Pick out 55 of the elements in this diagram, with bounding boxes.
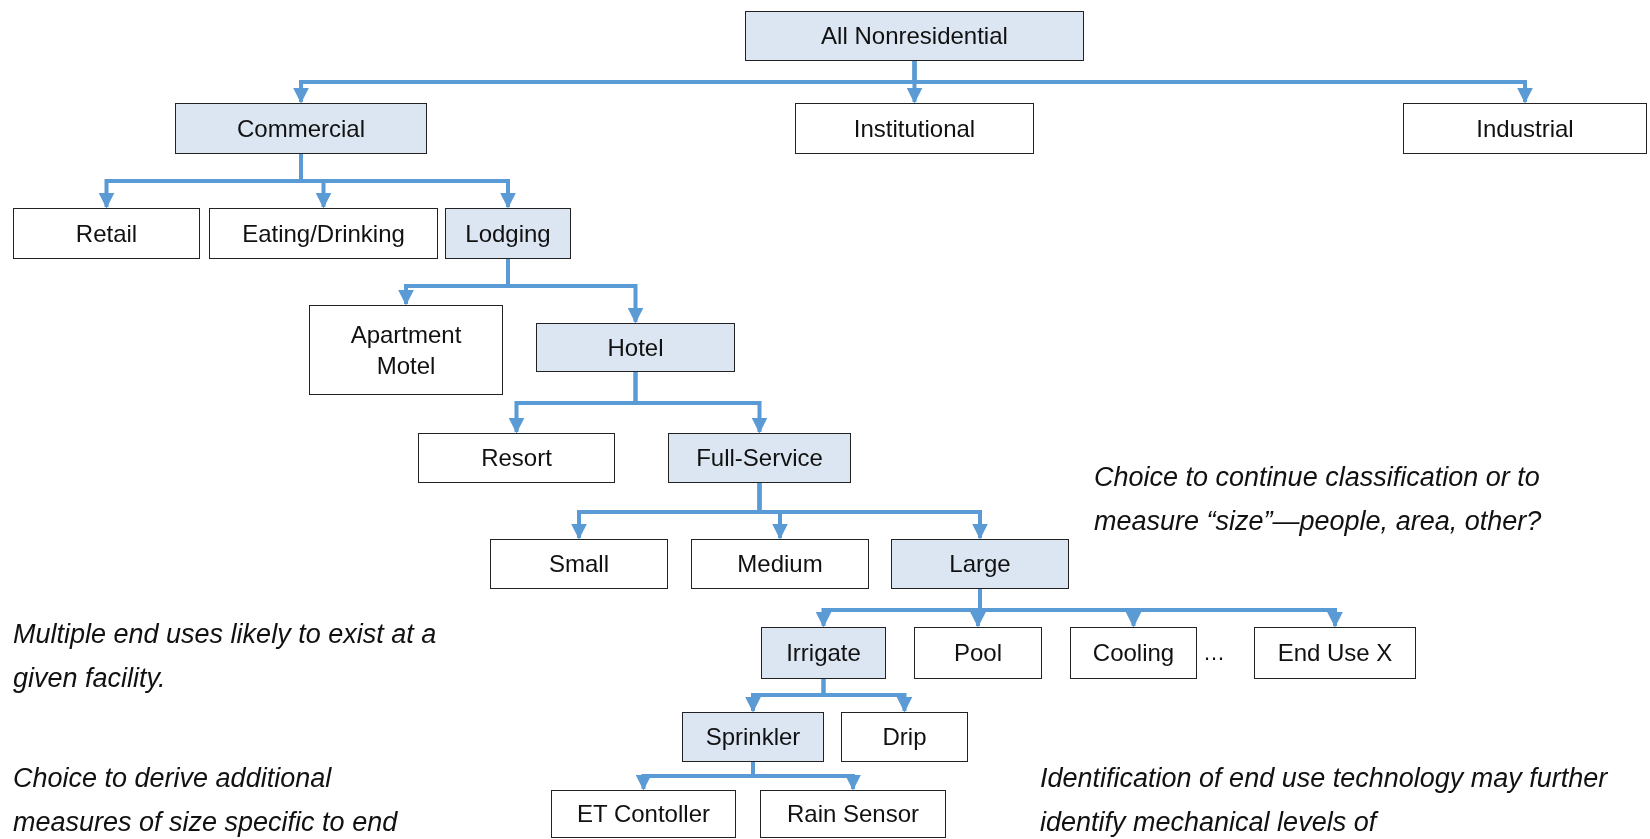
- box-label: Sprinkler: [705, 722, 801, 753]
- connector-arrow: [506, 259, 644, 324]
- category-box: [841, 712, 968, 762]
- box-label: Small: [549, 549, 609, 580]
- category-box: [1070, 627, 1197, 679]
- category-box: [418, 433, 615, 483]
- category-box: [551, 790, 736, 838]
- highlighted-box: [668, 433, 851, 483]
- box-label: Drip: [882, 722, 927, 753]
- category-box: [209, 208, 438, 259]
- connector-arrow: [757, 483, 988, 540]
- category-box: [914, 627, 1042, 679]
- connector-arrow: [821, 679, 913, 713]
- box-label: Resort: [481, 443, 552, 474]
- category-box: [760, 790, 946, 838]
- box-label: Eating/Drinking: [242, 218, 405, 249]
- category-box: [309, 305, 503, 395]
- box-label: Industrial: [1476, 113, 1574, 144]
- category-box: [490, 539, 668, 589]
- highlighted-box: [536, 323, 735, 372]
- box-label: Hotel: [607, 332, 664, 363]
- box-label: Full-Service: [696, 443, 823, 474]
- highlighted-box: [891, 539, 1069, 589]
- note-text: Choice to continue classification or to measure “size”—people, area, other?: [1094, 461, 1543, 538]
- box-label: Apartment Motel: [349, 319, 463, 381]
- highlighted-box: [745, 11, 1084, 61]
- category-box: [13, 208, 200, 259]
- ellipsis: …: [1203, 639, 1226, 667]
- highlighted-box: [682, 712, 824, 762]
- highlighted-box: [761, 627, 886, 679]
- box-label: Irrigate: [786, 638, 861, 669]
- connector-arrow: [633, 372, 768, 434]
- box-label: Lodging: [465, 218, 551, 249]
- box-label: Medium: [737, 549, 823, 580]
- category-box: [1403, 103, 1647, 154]
- box-label: Rain Sensor: [786, 799, 920, 830]
- category-box: [691, 539, 869, 589]
- box-label: Retail: [75, 218, 138, 249]
- category-box: [795, 103, 1034, 154]
- category-box: [1254, 627, 1416, 679]
- box-label: Cooling: [1092, 638, 1175, 669]
- box-label: Pool: [953, 638, 1002, 669]
- note-text: Identification of end use technology may further identify mechanical levels of: [1040, 762, 1609, 839]
- box-label: All Nonresidential: [821, 21, 1008, 52]
- highlighted-box: [445, 208, 571, 259]
- box-label: Large: [949, 549, 1011, 580]
- highlighted-box: [175, 103, 427, 154]
- box-label: ET Contoller: [577, 799, 710, 830]
- note-text: Multiple end uses likely to exist at a given facility.: [13, 618, 438, 695]
- box-label: Commercial: [237, 113, 365, 144]
- box-label: Institutional: [853, 113, 976, 144]
- note-text: Choice to derive additional measures of size specific to end: [13, 762, 399, 839]
- box-label: End Use X: [1277, 638, 1393, 669]
- connector-arrow: [299, 154, 516, 209]
- connector-arrow: [912, 61, 1533, 104]
